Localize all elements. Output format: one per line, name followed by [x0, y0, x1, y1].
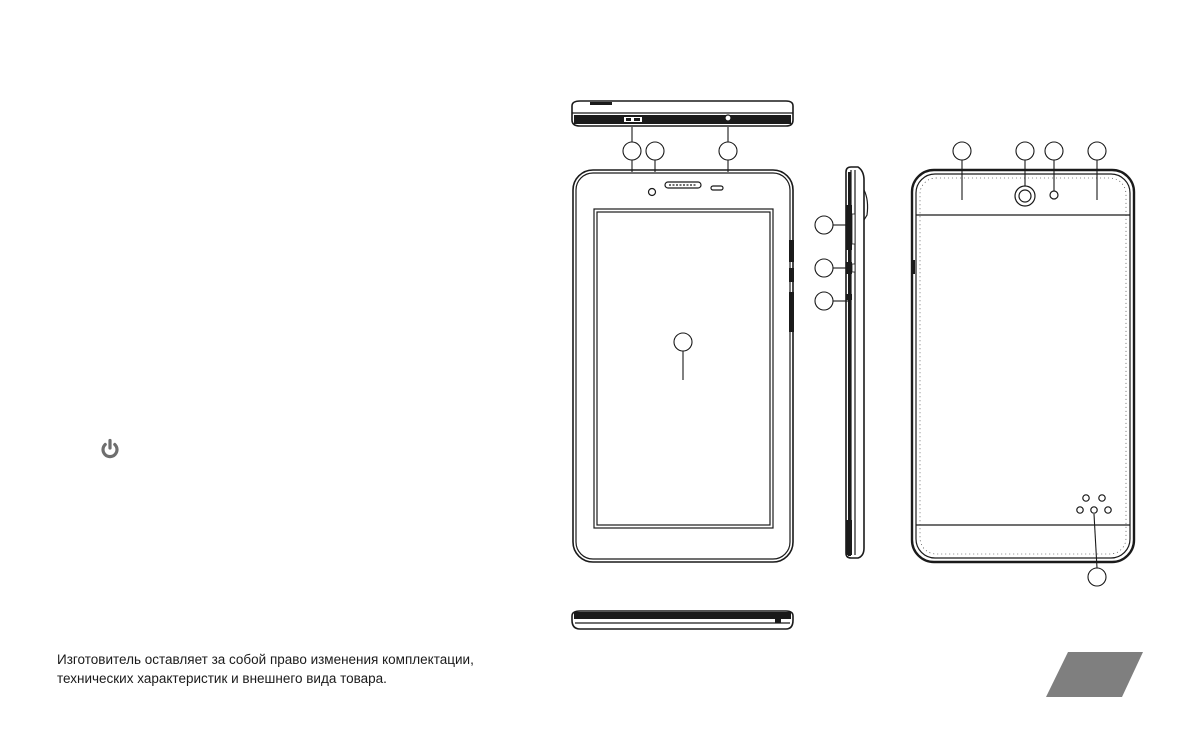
disclaimer-text: Изготовитель оставляет за собой право из…: [57, 650, 474, 688]
tablet-top-edge-view: [571, 100, 794, 127]
callout-marker: [814, 258, 834, 278]
callout-marker: [1087, 567, 1107, 587]
callout-marker: [1087, 141, 1107, 161]
callout-marker: [952, 141, 972, 161]
callout-marker: [814, 215, 834, 235]
callout-marker: [673, 332, 693, 352]
callout-markers: [622, 127, 1107, 587]
tablet-side-view: [845, 166, 869, 559]
page-corner-tab: [1046, 652, 1143, 697]
callout-marker: [622, 141, 642, 161]
tablet-bottom-edge-view: [571, 610, 794, 630]
callout-marker: [718, 141, 738, 161]
callout-marker: [814, 291, 834, 311]
callout-marker: [645, 141, 665, 161]
power-icon: [101, 438, 119, 459]
callout-marker: [1015, 141, 1035, 161]
disclaimer-line-1: Изготовитель оставляет за собой право из…: [57, 652, 474, 667]
callout-marker: [1044, 141, 1064, 161]
tablet-back-view: [910, 168, 1136, 564]
disclaimer-line-2: технических характеристик и внешнего вид…: [57, 671, 387, 686]
tablet-front-view: [572, 169, 794, 563]
